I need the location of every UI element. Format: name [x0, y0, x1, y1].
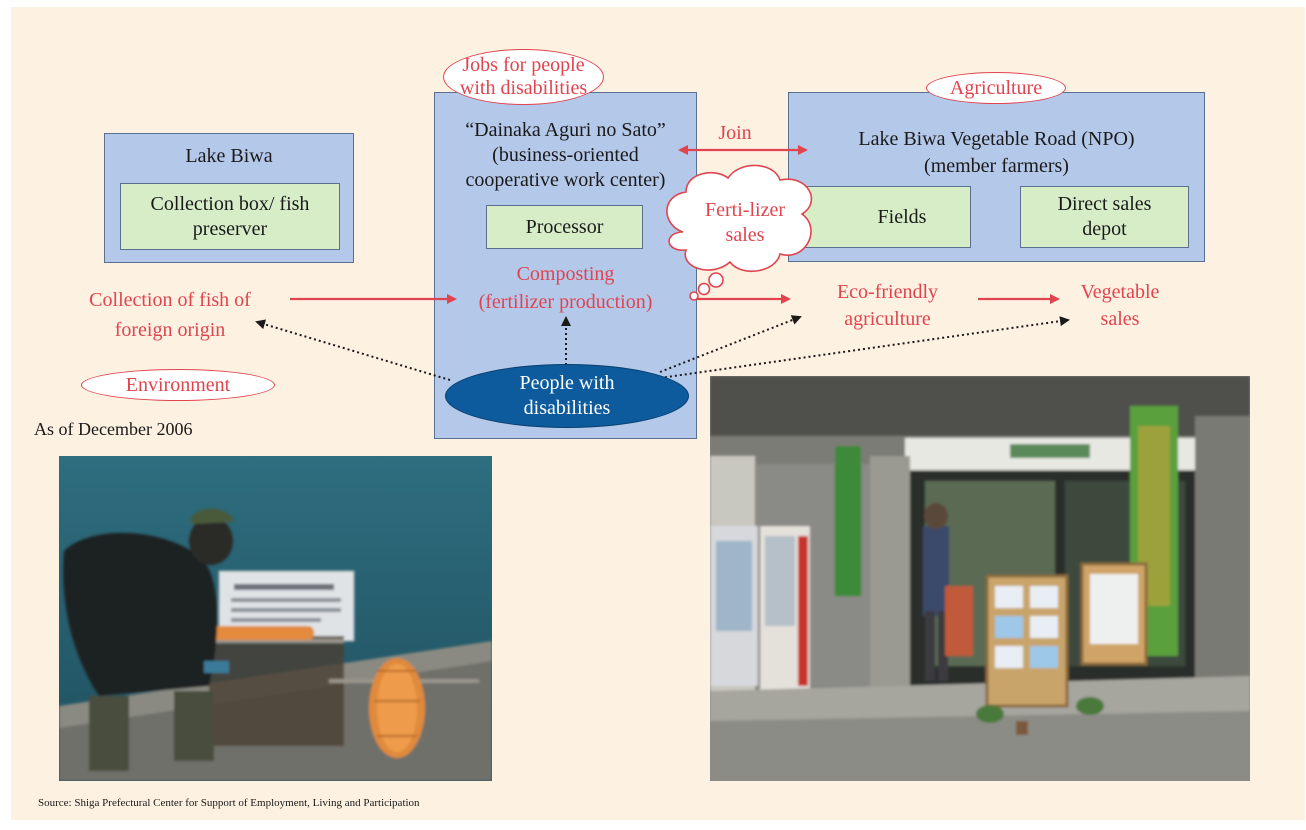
join-label: Join	[718, 122, 752, 144]
agriculture-oval: Agriculture	[926, 72, 1066, 104]
eco-friendly-label-line2: agriculture	[844, 308, 931, 330]
collection-fish-label-line2: foreign origin	[114, 319, 226, 341]
composting-label-line1: Composting	[516, 263, 615, 285]
collection-box: Collection box/ fish preserver	[120, 183, 340, 250]
vegetable-road-members: (member farmers)	[924, 155, 1069, 177]
vegetable-sales-label-line2: sales	[1100, 308, 1140, 330]
people-with-disabilities-oval: People with disabilities	[445, 364, 689, 428]
people-label-line1: People with	[519, 372, 615, 394]
direct-sales-depot-photo	[710, 376, 1250, 781]
composting-label-line2: (fertilizer production)	[478, 291, 653, 313]
lake-biwa-title: Lake Biwa	[185, 145, 273, 167]
jobs-oval: Jobs for people with disabilities	[443, 49, 604, 105]
environment-oval: Environment	[81, 369, 275, 401]
collection-fish-label-line1: Collection of fish of	[89, 289, 251, 311]
direct-sales-box: Direct sales depot	[1020, 186, 1189, 248]
fields-box: Fields	[803, 186, 971, 248]
as-of-date: As of December 2006	[34, 419, 193, 439]
fertilizer-sales-label: Ferti-lizer sales	[705, 199, 785, 246]
vegetable-road-title: Lake Biwa Vegetable Road (NPO)	[858, 128, 1135, 150]
source-note: Source: Shiga Prefectural Center for Sup…	[38, 797, 420, 809]
dainaka-name: “Dainaka Aguri no Sato”	[465, 119, 666, 141]
eco-friendly-label-line1: Eco-friendly	[836, 281, 939, 303]
people-label-line2: disabilities	[523, 397, 611, 419]
lake-collection-photo	[59, 456, 492, 781]
dainaka-type-line1: (business-oriented	[492, 144, 639, 166]
processor-box: Processor	[486, 205, 643, 249]
dainaka-type-line2: cooperative work center)	[465, 169, 666, 191]
vegetable-sales-label-line1: Vegetable	[1080, 281, 1160, 303]
